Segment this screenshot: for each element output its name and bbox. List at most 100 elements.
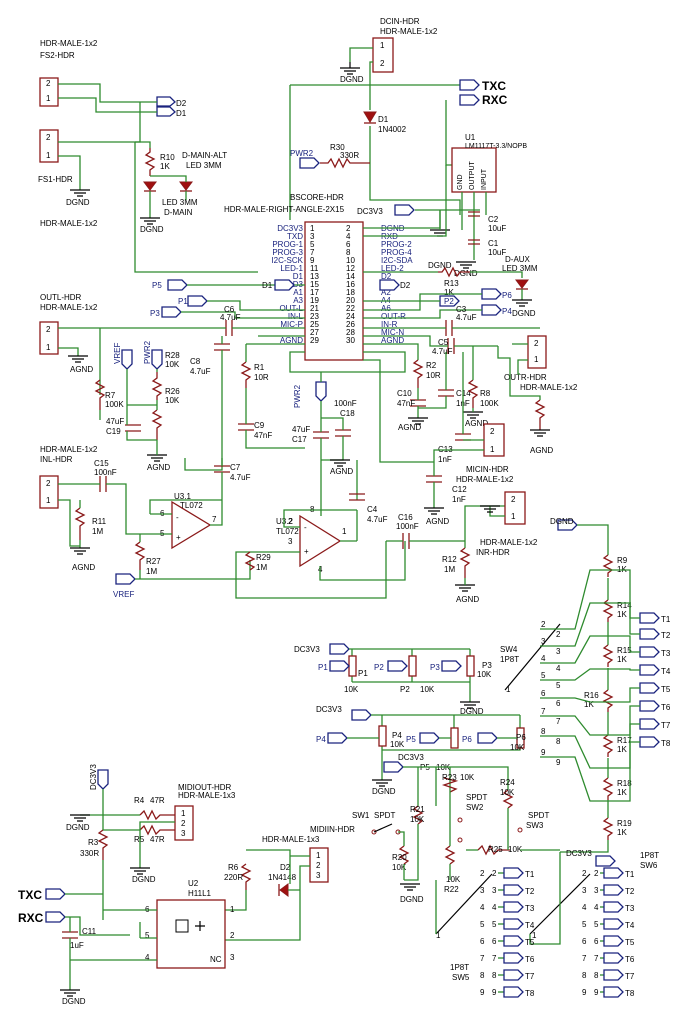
sw6-pin: 6 — [594, 937, 599, 946]
txc-port-top[interactable]: TXC — [459, 79, 506, 93]
resistor-r15 — [602, 644, 614, 667]
t2-port-ladder[interactable] — [639, 628, 660, 640]
dgnd-port-ladder[interactable]: DGND — [550, 517, 578, 531]
sw4-pin: 9 — [556, 758, 561, 767]
p5-port[interactable]: P5 — [152, 279, 188, 291]
p4-port-row2[interactable]: P4 — [316, 732, 348, 744]
p5-port-row2[interactable]: P5 — [406, 732, 440, 744]
t1-port-sw6[interactable] — [603, 867, 624, 879]
sw5-pin: 6 — [480, 937, 485, 946]
p3-port-bscore[interactable]: P3 — [150, 306, 182, 318]
rxc-port-top[interactable]: RXC — [459, 93, 508, 107]
vref-port-b[interactable]: VREF — [113, 573, 136, 599]
p1-port-bscore[interactable]: P1 — [178, 295, 208, 307]
rxc-port-midi[interactable]: RXC — [18, 911, 66, 925]
t6-port-sw6[interactable] — [603, 952, 624, 964]
sw4-pin: 3 — [541, 637, 546, 646]
p6-port-row2[interactable]: P6 — [462, 732, 498, 744]
sw4[interactable]: SW4 1P8T 1 — [500, 623, 561, 694]
t3-port-ladder[interactable] — [639, 646, 660, 658]
t2-port-sw6[interactable] — [603, 884, 624, 896]
t3-port-sw5[interactable] — [503, 901, 524, 913]
bscore-label-left: DC3V3 — [277, 224, 303, 233]
t6-port-sw5[interactable] — [503, 952, 524, 964]
sw5-pin: 3 — [480, 886, 485, 895]
t7-port-sw6[interactable] — [603, 969, 624, 981]
dc3v3-port-sw[interactable]: DC3V3 — [383, 753, 424, 773]
cap-c7: C74.7uF — [214, 463, 251, 482]
t8-port-sw6[interactable] — [603, 986, 624, 998]
pot-p2[interactable]: P2 10K — [400, 655, 435, 694]
dc3v3-port-bscore[interactable]: DC3V3 — [357, 204, 415, 216]
pwr2-port-b[interactable]: PWR2 — [293, 381, 327, 408]
t8-port-sw5[interactable] — [503, 986, 524, 998]
t7-port-ladder[interactable] — [639, 718, 660, 730]
d2-port-fs[interactable]: D2 — [156, 96, 187, 108]
dc3v3-port-midi[interactable]: DC3V3 — [89, 764, 109, 790]
t7-port-sw5[interactable] — [503, 969, 524, 981]
svg-text:LM1117T-3.3/NOPB: LM1117T-3.3/NOPB — [465, 143, 527, 150]
svg-text:1: 1 — [46, 496, 51, 505]
t2-port-sw5[interactable] — [503, 884, 524, 896]
t5-port-ladder[interactable] — [639, 682, 660, 694]
label-r14: R14 — [617, 601, 632, 610]
bscore-pin-left: 29 — [310, 336, 319, 345]
dc3v3-port-pots[interactable]: DC3V3 — [294, 643, 350, 655]
p2-port-bscore[interactable]: P2 — [439, 295, 460, 307]
bscore-pin-right: 10 — [346, 256, 355, 265]
pwr2-port-a[interactable]: PWR2 — [143, 340, 163, 370]
t4-port-sw5[interactable] — [503, 918, 524, 930]
svg-text:HDR-MALE-1x2: HDR-MALE-1x2 — [40, 303, 98, 312]
sw5[interactable]: 1 1P8T SW5 — [435, 873, 493, 982]
p6-port-bscore[interactable]: P6 — [481, 288, 512, 300]
svg-text:DGND: DGND — [66, 198, 90, 207]
pot-p1[interactable]: P1 10K — [344, 655, 368, 694]
p1-port-pots[interactable]: P1 — [318, 660, 350, 672]
txc-port-midi[interactable]: TXC — [18, 888, 66, 902]
dc3v3-port-sw6[interactable]: DC3V3 — [566, 849, 616, 867]
svg-text:D-MAIN-ALT: D-MAIN-ALT — [182, 151, 227, 160]
svg-text:RXC: RXC — [482, 93, 508, 107]
svg-text:OUTPUT: OUTPUT — [469, 161, 476, 191]
p2-port-pots[interactable]: P2 — [374, 660, 408, 672]
dcin-hdr-part: HDR-MALE-1x2 — [380, 27, 438, 36]
sw4-pin: 7 — [556, 717, 561, 726]
svg-text:MIDIIN-HDR: MIDIIN-HDR — [310, 825, 355, 834]
pot-p3[interactable]: P3 10K — [466, 655, 492, 679]
pwr2-port-top[interactable]: PWR2 — [290, 149, 320, 169]
t4-port-ladder[interactable] — [639, 664, 660, 676]
sw5-pin: 5 — [480, 920, 485, 929]
sw6-pin: 9 — [594, 988, 599, 997]
t3-port-sw6[interactable] — [603, 901, 624, 913]
svg-text:P1: P1 — [358, 669, 368, 678]
p4-port-bscore[interactable]: P4 — [481, 304, 512, 316]
svg-text:10K: 10K — [420, 685, 435, 694]
svg-text:U3.2: U3.2 — [276, 517, 293, 526]
p3-port-pots[interactable]: P3 — [430, 660, 462, 672]
t6-port-ladder[interactable] — [639, 700, 660, 712]
t4-port-sw6[interactable] — [603, 918, 624, 930]
t1-port-sw5[interactable] — [503, 867, 524, 879]
t5-port-sw6[interactable] — [603, 935, 624, 947]
svg-text:2: 2 — [46, 79, 51, 88]
t5-port-sw5[interactable] — [503, 935, 524, 947]
bscore-label-right: A2 — [381, 288, 391, 297]
t1-port-ladder[interactable] — [639, 612, 660, 624]
d2-port-bscore[interactable]: D2 — [379, 279, 411, 291]
vref-port-a[interactable]: VREF — [113, 343, 133, 370]
d1-port-bscore[interactable]: D1 — [262, 279, 295, 291]
sw5-pin: 9 — [480, 988, 485, 997]
dc3v3-port-row2[interactable]: DC3V3 — [316, 705, 372, 721]
svg-text:2: 2 — [46, 479, 51, 488]
d1-port-fs[interactable]: D1 — [156, 106, 187, 118]
t8-port-ladder[interactable] — [639, 736, 660, 748]
